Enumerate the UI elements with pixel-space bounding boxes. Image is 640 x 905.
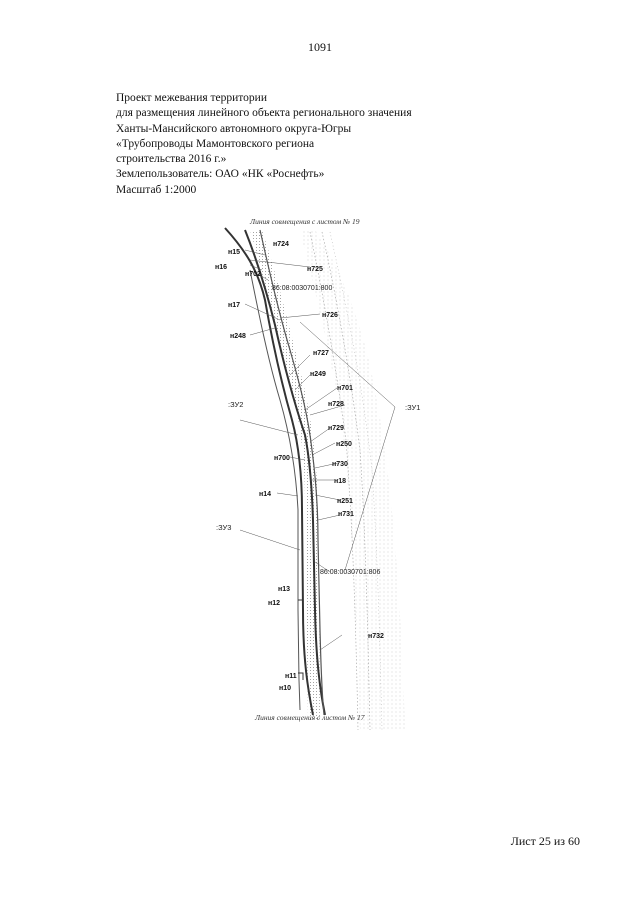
point-label: н700 [274,455,290,462]
page-number: 1091 [308,40,332,54]
survey-map: Линия совмещения с листом № 19 Линия сов… [150,210,450,730]
point-label: н731 [338,511,354,518]
leader-lines [239,249,396,651]
boundary-inner [244,229,326,716]
dotted-area-right [300,230,405,730]
point-label: н11 [285,673,297,680]
point-label: н250 [336,441,352,448]
bottom-match-line-caption: Линия совмещения с листом № 17 [254,713,365,722]
cadastral-number: 86:08:0030701:806 [320,569,380,576]
boundary-outer-left [249,269,301,711]
dotted-band-3 [329,231,383,730]
corridor-fill [250,230,320,720]
point-label: н702 [245,271,261,278]
point-label: н10 [279,685,291,692]
sheet-number: Лист 25 из 60 [510,834,580,848]
point-label: н13 [278,586,290,593]
document-header: Проект межевания территории для размещен… [116,91,412,198]
point-label: н248 [230,333,246,340]
point-label: н251 [337,498,353,505]
point-label: н16 [215,264,227,271]
zone-label: :ЗУ2 [228,400,243,409]
boundary-left [224,227,314,716]
header-line: Ханты-Мансийского автономного округа-Югр… [116,122,352,135]
boundary-right [259,229,325,716]
point-label: н728 [328,401,344,408]
dotted-band-2 [321,231,371,730]
point-label: н730 [332,461,348,468]
point-label: н14 [259,491,271,498]
top-match-line-caption: Линия совмещения с листом № 19 [249,217,360,226]
header-line: строительства 2016 г.» [116,153,227,166]
map-drawing: Линия совмещения с листом № 19 Линия сов… [215,217,420,730]
point-label: н12 [268,600,280,607]
point-label: н18 [334,478,346,485]
point-label: н724 [273,241,289,248]
zone-label: :ЗУ1 [405,403,420,412]
header-line: Землепользователь: ОАО «НК «Роснефть» [116,168,325,181]
point-label: н725 [307,266,323,273]
jog-n12 [298,599,304,610]
header-line: для размещения линейного объекта региона… [116,107,412,120]
header-line: Масштаб 1:2000 [116,183,197,196]
point-label: н249 [310,371,326,378]
point-label: н15 [228,249,240,256]
point-label: н729 [328,425,344,432]
point-label: н17 [228,302,240,309]
point-label: н732 [368,633,384,640]
jog-n11 [298,672,304,680]
point-label: н726 [322,312,338,319]
point-label: н727 [313,350,329,357]
cadastral-number: 86:08:0030701:800 [272,285,332,292]
header-line: «Трубопроводы Мамонтовского региона [116,137,315,150]
zone-label: :ЗУ3 [216,523,231,532]
point-label: н701 [337,385,353,392]
header-line: Проект межевания территории [116,92,267,104]
